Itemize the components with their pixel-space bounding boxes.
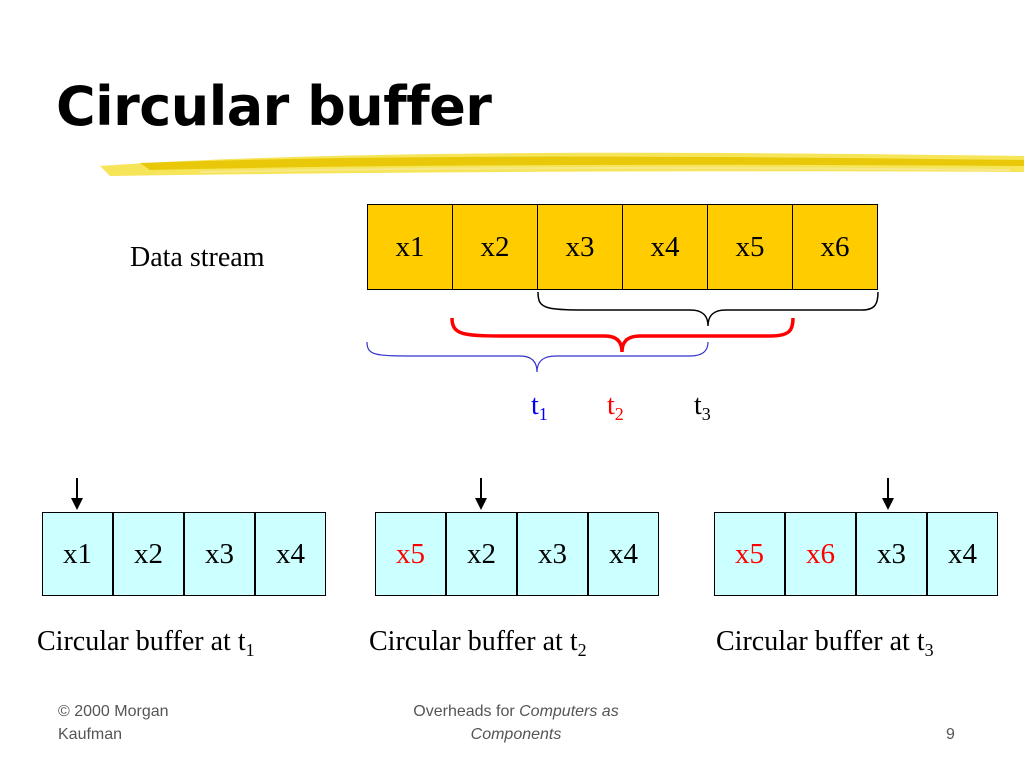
buffer1-cell-3: x3	[184, 512, 255, 596]
time-label-t2: t2	[607, 390, 624, 424]
stream-cell-3: x3	[537, 204, 623, 290]
title-underline-stroke	[100, 152, 1024, 176]
buffer3-caption: Circular buffer at t3	[716, 626, 934, 660]
buffer2-cell-2: x2	[446, 512, 517, 596]
window-braces	[366, 291, 879, 373]
buffer2-cell-3: x3	[517, 512, 588, 596]
time-label-t3: t3	[694, 390, 711, 424]
buffer3-cell-4: x4	[927, 512, 998, 596]
buffer-pointers	[71, 478, 894, 510]
stream-cell-6: x6	[792, 204, 878, 290]
pointer-buffer-3	[882, 478, 894, 510]
stream-cell-2: x2	[452, 204, 538, 290]
time-label-t1: t1	[531, 390, 548, 424]
stream-cell-4: x4	[622, 204, 708, 290]
buffer1-cell-4: x4	[255, 512, 326, 596]
pointer-buffer-1	[71, 478, 83, 510]
page-number: 9	[946, 726, 955, 743]
brace-t3	[537, 291, 879, 327]
buffer2-cell-1: x5	[375, 512, 446, 596]
brace-t1	[366, 341, 709, 373]
buffer1-cell-1: x1	[42, 512, 113, 596]
buffer2-cell-4: x4	[588, 512, 659, 596]
data-stream-label: Data stream	[130, 242, 265, 273]
stream-cell-1: x1	[367, 204, 453, 290]
pointer-buffer-2	[475, 478, 487, 510]
buffer3-cell-1: x5	[714, 512, 785, 596]
footer-book-credit: Overheads for Computers as Components	[413, 703, 619, 743]
buffer2-caption: Circular buffer at t2	[369, 626, 587, 660]
footer-copyright: © 2000 Morgan Kaufman	[58, 703, 169, 743]
buffer3-cell-2: x6	[785, 512, 856, 596]
slide-title: Circular buffer	[56, 75, 492, 138]
brace-t2	[450, 317, 795, 353]
buffer1-caption: Circular buffer at t1	[37, 626, 255, 660]
buffer3-cell-3: x3	[856, 512, 927, 596]
stream-cell-5: x5	[707, 204, 793, 290]
buffer1-cell-2: x2	[113, 512, 184, 596]
